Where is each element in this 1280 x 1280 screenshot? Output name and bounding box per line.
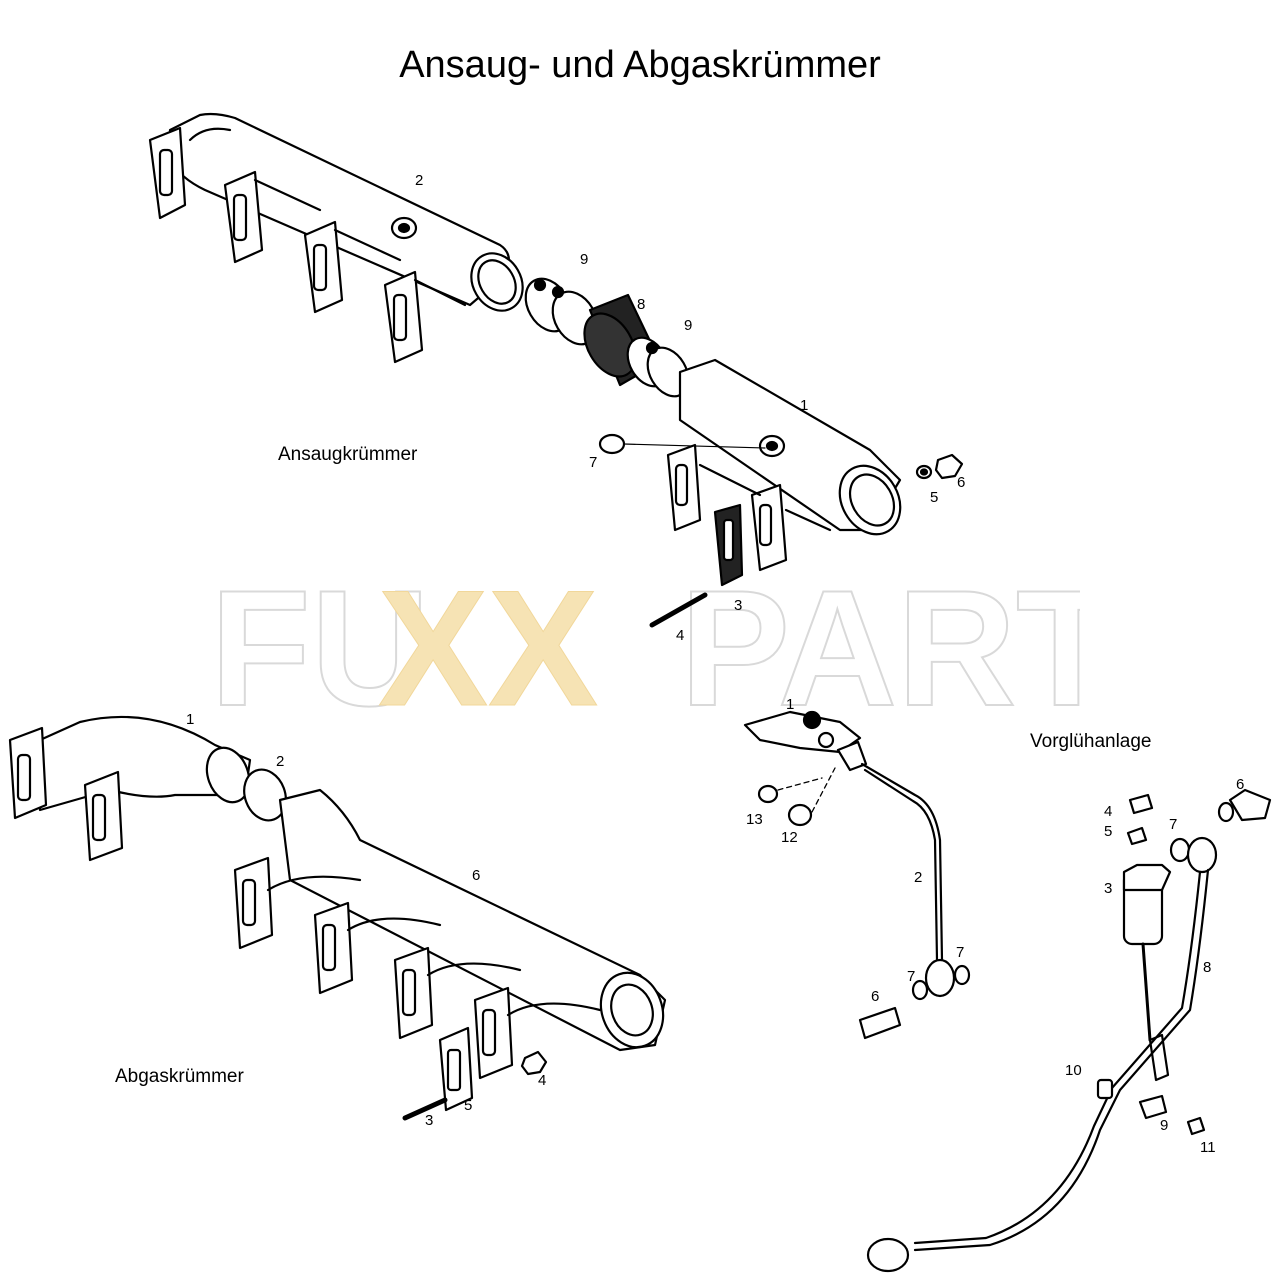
callout-glow-2: 2	[914, 869, 922, 886]
watermark-xx: XX	[378, 560, 598, 720]
callout-glow-4: 4	[1104, 803, 1112, 820]
callout-glow-9: 9	[1160, 1117, 1168, 1134]
label-vorgluehanlage: Vorglühanlage	[1030, 731, 1152, 752]
glow-system-left	[743, 710, 971, 1040]
intake-manifold-right	[598, 358, 964, 628]
callout-intake-3: 3	[734, 597, 742, 614]
callout-glow-11: 11	[1200, 1139, 1216, 1156]
callout-glow-6: 6	[871, 988, 879, 1005]
callout-glow-12: 12	[781, 829, 798, 846]
callout-glow-6b: 6	[1236, 776, 1244, 793]
callout-glow-10: 10	[1065, 1062, 1082, 1079]
callout-intake-4: 4	[676, 627, 684, 644]
callout-glow-13: 13	[746, 811, 763, 828]
exhaust-manifold	[8, 715, 667, 1121]
callout-exhaust-5: 5	[464, 1097, 472, 1114]
fuxxparts-watermark: FU XX PARTS	[210, 560, 1080, 720]
label-ansaugkruemmer: Ansaugkrümmer	[278, 444, 418, 465]
callout-exhaust-2: 2	[276, 753, 284, 770]
callout-intake-9b: 9	[684, 317, 692, 334]
callout-exhaust-3: 3	[425, 1112, 433, 1129]
callout-glow-3: 3	[1104, 880, 1112, 897]
watermark-fu: FU	[210, 560, 430, 720]
callout-glow-8: 8	[1203, 959, 1211, 976]
callout-intake-8: 8	[637, 296, 645, 313]
page-title: Ansaug- und Abgaskrümmer	[399, 44, 881, 86]
intake-manifold-left	[148, 112, 524, 364]
callout-glow-7b: 7	[907, 968, 915, 985]
hose-clamps-and-sleeve	[524, 277, 690, 398]
callout-glow-7c: 7	[1169, 816, 1177, 833]
watermark-parts: PARTS	[680, 560, 1080, 720]
callout-intake-9a: 9	[580, 251, 588, 268]
label-abgaskruemmer: Abgaskrümmer	[115, 1066, 244, 1087]
callout-glow-1: 1	[786, 696, 794, 713]
callout-glow-5: 5	[1104, 823, 1112, 840]
callout-intake-6: 6	[957, 474, 965, 491]
callout-intake-1: 1	[800, 397, 808, 414]
callout-intake-5: 5	[930, 489, 938, 506]
callout-intake-2: 2	[415, 172, 423, 189]
callout-exhaust-6: 6	[472, 867, 480, 884]
callout-intake-7: 7	[589, 454, 597, 471]
callout-exhaust-4: 4	[538, 1072, 546, 1089]
glow-system-right	[866, 788, 1272, 1273]
callouts: 2 9 8 9 1 7 5 6 3 4 1 2 6 3 5 4 1 13 12 …	[186, 172, 1244, 1156]
callout-exhaust-1: 1	[186, 711, 194, 728]
callout-glow-7a: 7	[956, 944, 964, 961]
